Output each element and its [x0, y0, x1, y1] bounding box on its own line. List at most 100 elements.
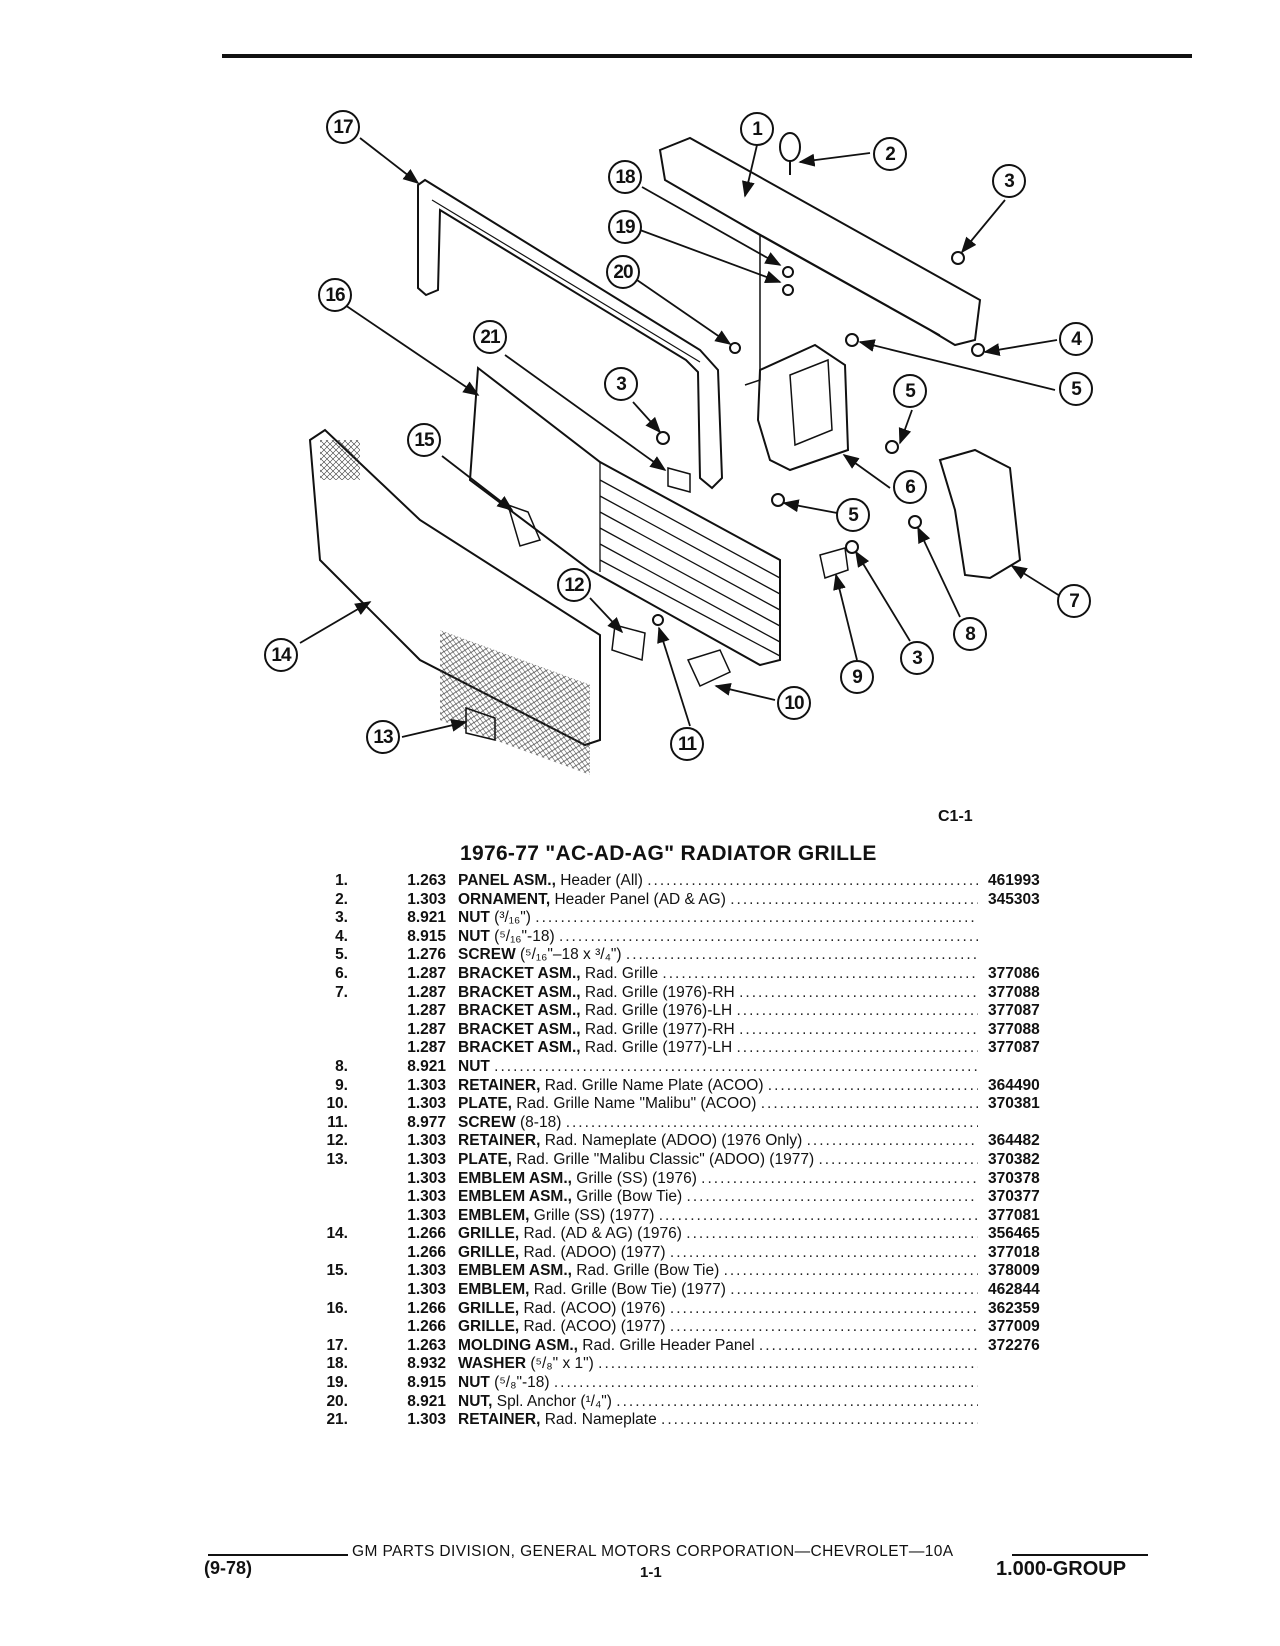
part-detail: Rad. Grille (1977)-RH [584, 1020, 735, 1038]
leader-dots: ........................................… [806, 1132, 978, 1150]
part-description: EMBLEM ASM., Grille (Bow Tie) ..........… [458, 1188, 978, 1207]
callout-1: 1 [740, 112, 774, 146]
catalog-part-number: 345303 [988, 890, 1040, 908]
part-detail: (⁵/₈" x 1") [530, 1355, 594, 1373]
part-name: ORNAMENT, [458, 890, 551, 908]
group-code: 1.303 [407, 1132, 446, 1150]
group-code: 1.303 [407, 1150, 446, 1168]
part-number: 20. [326, 1392, 348, 1410]
callout-15: 15 [407, 423, 441, 457]
leader-dots: ........................................… [669, 1318, 978, 1336]
catalog-part-number: 364482 [988, 1132, 1040, 1150]
part-detail: Rad. (ADOO) (1977) [523, 1243, 666, 1261]
catalog-part-number: 461993 [988, 872, 1040, 889]
callout-8: 8 [953, 617, 987, 651]
catalog-part-number: 377009 [988, 1318, 1040, 1336]
part-name: WASHER [458, 1355, 527, 1373]
leader-dots: ........................................… [598, 1355, 978, 1373]
leader-dots: ........................................… [701, 1169, 978, 1187]
part-detail: Grille (SS) (1977) [533, 1206, 655, 1224]
part-name: PLATE, [458, 1095, 512, 1113]
group-code: 1.303 [407, 1411, 446, 1429]
part-detail: Rad. Grille Header Panel [582, 1336, 755, 1354]
part-number: 2. [335, 890, 348, 908]
top-rule [222, 54, 1192, 58]
part-detail: Rad. (ACOO) (1977) [523, 1318, 666, 1336]
leader-dots: ........................................… [661, 1411, 978, 1429]
part-detail: Rad. (AD & AG) (1976) [523, 1225, 682, 1243]
leader-dots: ........................................… [647, 872, 978, 889]
part-name: BRACKET ASM., [458, 1020, 581, 1038]
part-name: SCREW [458, 1113, 516, 1131]
footer-group: 1.000-GROUP [996, 1558, 1127, 1580]
part-name: GRILLE, [458, 1243, 520, 1261]
part-name: RETAINER, [458, 1132, 541, 1150]
part-name: PANEL ASM., [458, 872, 556, 889]
footer-date: (9-78) [204, 1558, 253, 1578]
catalog-part-number: 372276 [988, 1336, 1040, 1354]
part-description: SCREW (⁵/₁₆"–18 x ³/₄") ................… [458, 946, 978, 965]
part-description: GRILLE, Rad. (ACOO) (1976) .............… [458, 1300, 978, 1319]
part-detail: (⁵/₁₆"–18 x ³/₄") [520, 946, 622, 964]
group-code: 1.303 [407, 1281, 446, 1299]
leader-dots: ........................................… [686, 1188, 978, 1206]
part-description: EMBLEM ASM., Rad. Grille (Bow Tie) .....… [458, 1262, 978, 1281]
inner-grille-shape [468, 366, 781, 667]
part-detail: Rad. Grille (1976)-LH [584, 1002, 733, 1020]
callout-3: 3 [604, 367, 638, 401]
part-number: 21. [326, 1411, 348, 1429]
part-description: NUT (³/₁₆") ............................… [458, 909, 978, 928]
leader-dots: ........................................… [535, 909, 978, 927]
part-description: GRILLE, Rad. (AD & AG) (1976) ..........… [458, 1225, 978, 1244]
catalog-part-number: 364490 [988, 1076, 1040, 1094]
callout-16: 16 [318, 278, 352, 312]
part-number: 4. [335, 927, 348, 945]
part-name: EMBLEM, [458, 1281, 530, 1299]
part-number: 17. [326, 1336, 348, 1354]
part-name: BRACKET ASM., [458, 964, 581, 982]
part-description: NUT ....................................… [458, 1058, 978, 1077]
group-code: 1.303 [407, 1169, 446, 1187]
leader-dots: ........................................… [730, 890, 978, 908]
callout-14: 14 [264, 638, 298, 672]
part-name: EMBLEM, [458, 1206, 530, 1224]
part-detail: Header (All) [560, 872, 643, 889]
callout-11: 11 [670, 727, 704, 761]
catalog-part-number: 377086 [988, 964, 1040, 982]
part-detail: (³/₁₆") [494, 909, 531, 927]
group-code: 1.266 [407, 1225, 446, 1243]
part-description: MOLDING ASM., Rad. Grille Header Panel .… [458, 1337, 978, 1356]
part-description: PLATE, Rad. Grille Name "Malibu" (ACOO) … [458, 1095, 978, 1114]
leader-dots: ........................................… [723, 1262, 978, 1280]
part-detail: Rad. Grille "Malibu Classic" (ADOO) (197… [516, 1150, 815, 1168]
molding-shape [417, 178, 724, 490]
leader-dots: ........................................… [758, 1336, 978, 1354]
leader-dots: ........................................… [616, 1392, 978, 1410]
callout-12: 12 [557, 568, 591, 602]
leader-dots: ........................................… [558, 927, 978, 945]
leader-dots: ........................................… [767, 1076, 978, 1094]
callout-17: 17 [326, 110, 360, 144]
part-description: PLATE, Rad. Grille "Malibu Classic" (ADO… [458, 1151, 978, 1170]
part-name: EMBLEM ASM., [458, 1169, 572, 1187]
part-description: NUT (⁵/₈"-18) ..........................… [458, 1374, 978, 1393]
part-detail: (⁵/₈"-18) [494, 1374, 550, 1392]
part-description: EMBLEM ASM., Grille (SS) (1976) ........… [458, 1170, 978, 1189]
part-description: GRILLE, Rad. (ACOO) (1977) .............… [458, 1318, 978, 1337]
part-name: RETAINER, [458, 1411, 541, 1429]
part-name: GRILLE, [458, 1318, 520, 1336]
part-detail: (8-18) [520, 1113, 562, 1131]
part-name: MOLDING ASM., [458, 1336, 578, 1354]
callout-5: 5 [1059, 372, 1093, 406]
